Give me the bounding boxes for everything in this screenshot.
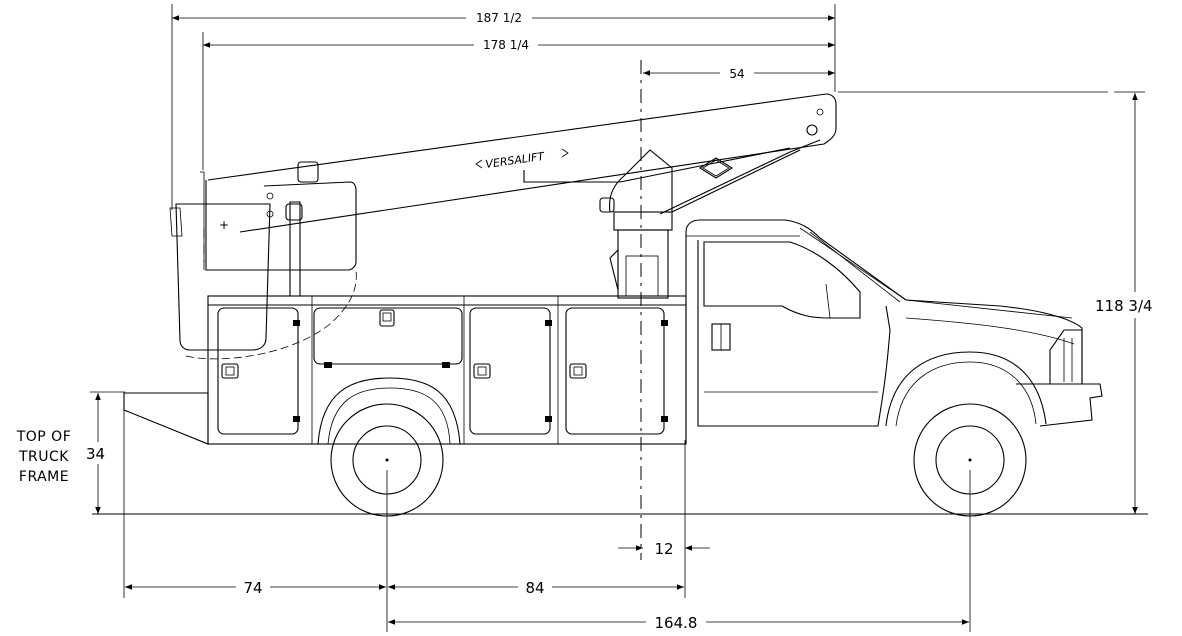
compartment-door-3	[469, 307, 551, 435]
dim-overall-height-label: 118 3/4	[1095, 297, 1153, 315]
dim-wheelbase-label: 164.8	[655, 614, 698, 632]
compartment-door-1	[217, 307, 299, 435]
front-bumper	[1016, 383, 1103, 427]
door-handle-icon	[221, 363, 239, 379]
dim-axle-to-pedestal-label: 84	[525, 579, 544, 597]
hinge-icons	[293, 320, 668, 422]
dim-overall-height: 118 3/4	[838, 91, 1180, 514]
truck	[123, 219, 1103, 517]
dim-frame-height-label: 34	[86, 445, 105, 463]
frame-label-line2: TRUCK	[18, 449, 69, 465]
cab-window	[703, 241, 861, 319]
rear-wheel	[330, 403, 444, 517]
pedestal	[599, 149, 673, 299]
dim-overall-length: 187 1/2	[171, 4, 836, 210]
truck-cab	[685, 219, 1103, 444]
dim-wheelbase: 164.8	[388, 470, 971, 632]
upper-boom	[205, 161, 357, 297]
door-handle-icon	[473, 363, 491, 379]
versalift-emblem-icon	[698, 157, 734, 179]
dim-pedestal-offset: 12	[618, 540, 710, 558]
dim-pedestal-to-tip: 54	[643, 64, 835, 82]
compartment-door-4	[565, 307, 665, 435]
dim-pedestal-to-tip-label: 54	[729, 67, 744, 81]
bucket-crosshair-icon: +	[219, 218, 229, 232]
front-wheel	[913, 403, 1027, 517]
dim-bucket-to-tip: 178 1/4	[202, 32, 835, 170]
dim-pedestal-offset-label: 12	[654, 540, 673, 558]
dim-frame-height: 34 TOP OF TRUCK FRAME	[16, 391, 125, 514]
dim-rear-overhang-label: 74	[243, 579, 262, 597]
utility-body	[207, 295, 687, 445]
cab-door	[697, 240, 891, 427]
frame-label-line1: TOP OF	[16, 429, 72, 445]
boom-brand-label: VERSALIFT	[485, 150, 547, 171]
door-handle-icon	[379, 309, 395, 327]
aerial-lift: VERSALIFT +	[169, 93, 837, 360]
compartment-door-2	[313, 307, 463, 365]
bucket: +	[169, 171, 357, 360]
door-handle-icon	[569, 363, 587, 379]
rear-frame	[123, 392, 209, 445]
dim-rear-and-axle: 74 84	[123, 400, 686, 632]
dim-overall-length-label: 187 1/2	[476, 11, 522, 25]
dim-bucket-to-tip-label: 178 1/4	[483, 38, 529, 52]
frame-label-line3: FRAME	[19, 469, 69, 485]
